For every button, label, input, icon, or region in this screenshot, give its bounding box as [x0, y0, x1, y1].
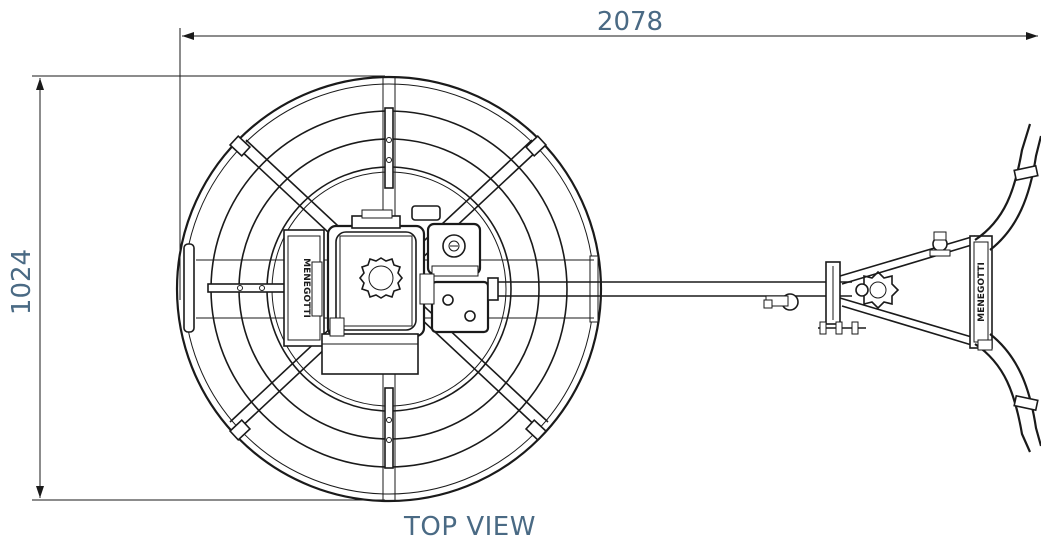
engine: [321, 205, 490, 375]
brand-lettering-gearbox: MENEGOTTI: [301, 258, 311, 318]
engine-lower-body: [321, 333, 419, 375]
height-arrow-top: [36, 78, 44, 90]
left-guard-plate: [183, 243, 195, 333]
length-arrow-left: [182, 32, 194, 40]
fuel-cap: [358, 257, 404, 299]
handle-grips: [974, 123, 1041, 453]
length-arrow-right: [1026, 32, 1038, 40]
handle-shaft: [487, 277, 852, 311]
gearbox-plate: MENEGOTTI: [283, 229, 325, 347]
spoke-clamps: [228, 135, 548, 441]
upper-grip: [1013, 164, 1039, 182]
lower-grip: [1013, 394, 1039, 412]
outer-ring: [175, 75, 603, 503]
view-caption: TOP VIEW: [404, 512, 536, 542]
yoke-thumb-screws: [818, 321, 866, 335]
upper-blade-bracket: [384, 107, 394, 189]
handle-yoke: MENEGOTTI: [818, 231, 993, 349]
brand-lettering-handle: MENEGOTTI: [977, 262, 987, 322]
lower-blade-bracket: [384, 387, 394, 469]
length-dimension: 2078: [179, 7, 1038, 300]
height-dimension: 1024: [7, 75, 385, 501]
right-guard-plate: [589, 255, 599, 323]
muffler-housing: [430, 280, 490, 334]
left-blade-bracket: [207, 283, 289, 293]
height-dimension-label: 1024: [7, 249, 37, 315]
height-arrow-bottom: [36, 486, 44, 498]
length-dimension-label: 2078: [597, 7, 663, 37]
choke-lever: [411, 205, 441, 221]
